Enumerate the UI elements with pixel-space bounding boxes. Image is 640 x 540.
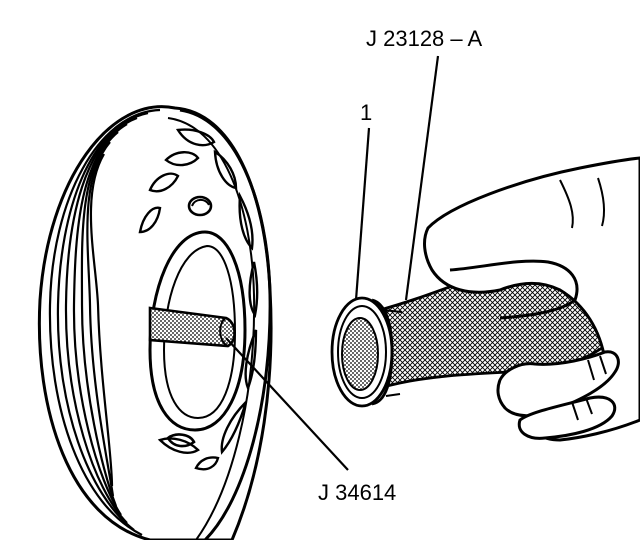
leader-line-item-1 <box>354 127 371 301</box>
hand <box>423 156 640 442</box>
leader-line-tool-a <box>404 55 440 301</box>
balancer-slots <box>138 128 259 471</box>
label-j23128a: J 23128 – A <box>366 26 483 51</box>
leader-line-tool-b <box>225 337 349 471</box>
label-item-1: 1 <box>360 100 373 125</box>
label-j34614: J 34614 <box>318 480 397 505</box>
pilot-tool-shaft <box>148 306 236 348</box>
leader-lines <box>225 55 440 471</box>
belt-grooves <box>48 108 161 536</box>
